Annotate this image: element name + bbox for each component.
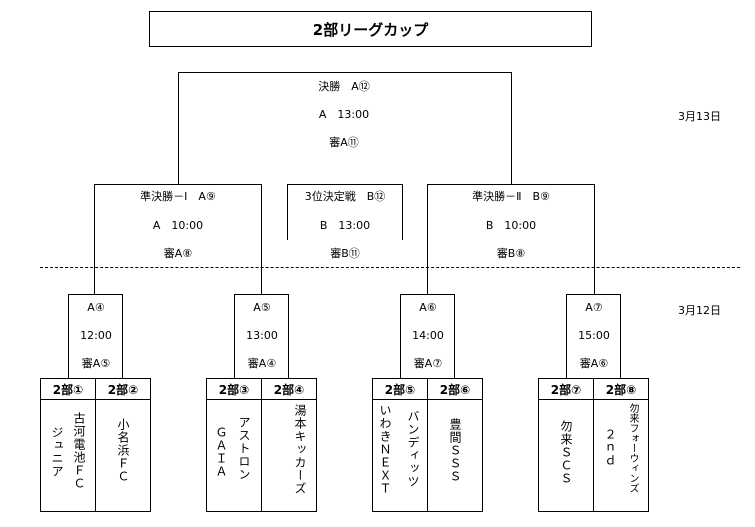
semi2-label: 準決勝－Ⅱ B⑨ — [472, 190, 550, 203]
qf3-right-line — [454, 294, 455, 378]
date-day1: 3月12日 — [678, 304, 721, 317]
team-name-1b: ジュニア — [50, 426, 64, 478]
qf4-right-line — [620, 294, 621, 378]
qf4-time: 15:00 — [578, 329, 610, 342]
semi2-left-line — [427, 184, 428, 294]
team-seed-3: 2部③ — [206, 378, 262, 400]
qf3-left-line — [400, 294, 401, 378]
third-label: 3位決定戦 B⑫ — [304, 190, 386, 203]
qf1-label: A④ — [87, 301, 105, 314]
team-cell-1: 古河電池ＦＣ ジュニア — [40, 399, 96, 512]
team-seed-8: 2部⑧ — [593, 378, 649, 400]
third-left-line — [287, 184, 288, 240]
third-right-line — [402, 184, 403, 240]
third-ref: 審B⑪ — [330, 247, 360, 260]
qf2-ref: 審A④ — [247, 357, 277, 370]
team-cell-5: バンディッツ いわきＮＥＸＴ — [372, 399, 428, 512]
team-cell-7: 勿来ＳＣＳ — [538, 399, 594, 512]
team-name-8a: 勿来フォーウィンズ — [627, 403, 638, 493]
semi2-time: B 10:00 — [485, 219, 537, 232]
qf3-label: A⑥ — [419, 301, 437, 314]
qf4-top-line — [566, 294, 621, 295]
title-box: 2部リーグカップ — [149, 11, 592, 47]
semi2-top-line — [427, 184, 595, 185]
qf2-label: A⑤ — [253, 301, 271, 314]
team-name-6a: 豊間ＳＳＳ — [448, 418, 462, 483]
team-name-1a: 古河電池ＦＣ — [72, 412, 86, 490]
qf2-left-line — [234, 294, 235, 378]
team-cell-4: 湯本キッカーズ アストロン — [237, 399, 317, 512]
day-separator — [40, 267, 740, 268]
semi1-left-line — [94, 184, 95, 294]
team-cell-6: 豊間ＳＳＳ — [427, 399, 483, 512]
qf1-ref: 審A⑤ — [81, 357, 111, 370]
team-name-3a: ＧＡＩＡ — [214, 426, 228, 478]
qf2-time: 13:00 — [246, 329, 278, 342]
final-ref: 審A⑪ — [329, 136, 359, 149]
semi1-label: 準決勝－Ⅰ A⑨ — [140, 190, 216, 203]
semi2-ref: 審B⑧ — [496, 247, 526, 260]
qf1-right-line — [122, 294, 123, 378]
qf3-top-line — [400, 294, 455, 295]
qf4-ref: 審A⑥ — [579, 357, 609, 370]
team-seed-5: 2部⑤ — [372, 378, 428, 400]
team-seed-1: 2部① — [40, 378, 96, 400]
semi1-top-line — [94, 184, 262, 185]
qf1-top-line — [68, 294, 123, 295]
qf1-time: 12:00 — [80, 329, 112, 342]
team-name-5b: いわきＮＥＸＴ — [378, 404, 392, 495]
final-top-line — [178, 72, 512, 73]
team-cell-3: ＧＡＩＡ — [206, 399, 262, 512]
date-day2: 3月13日 — [678, 110, 721, 123]
third-time: B 13:00 — [319, 219, 371, 232]
team-seed-7: 2部⑦ — [538, 378, 594, 400]
team-seed-6: 2部⑥ — [427, 378, 483, 400]
qf2-right-line — [288, 294, 289, 378]
team-cell-8: 勿来フォーウィンズ ２ｎｄ — [593, 399, 649, 512]
final-time: A 13:00 — [318, 108, 370, 121]
page-title: 2部リーグカップ — [312, 20, 429, 39]
qf4-label: A⑦ — [585, 301, 603, 314]
final-left-line — [178, 72, 179, 184]
qf2-top-line — [234, 294, 289, 295]
qf1-left-line — [68, 294, 69, 378]
team-name-4b: アストロン — [237, 416, 251, 481]
semi1-time: A 10:00 — [152, 219, 204, 232]
team-name-5a: バンディッツ — [406, 410, 420, 488]
qf3-ref: 審A⑦ — [413, 357, 443, 370]
semi2-right-line — [594, 184, 595, 294]
team-name-2a: 小名浜ＦＣ — [116, 418, 130, 483]
semi1-right-line — [261, 184, 262, 294]
team-seed-4: 2部④ — [261, 378, 317, 400]
team-name-7a: 勿来ＳＣＳ — [559, 420, 573, 485]
qf4-left-line — [566, 294, 567, 378]
team-name-8b: ２ｎｄ — [603, 428, 617, 467]
team-seed-2: 2部② — [95, 378, 151, 400]
final-label: 決勝 A⑫ — [318, 80, 370, 93]
team-name-4a: 湯本キッカーズ — [293, 404, 307, 495]
semi1-ref: 審A⑧ — [163, 247, 193, 260]
qf3-time: 14:00 — [412, 329, 444, 342]
final-right-line — [511, 72, 512, 184]
team-cell-2: 小名浜ＦＣ — [95, 399, 151, 512]
third-top-line — [287, 184, 403, 185]
